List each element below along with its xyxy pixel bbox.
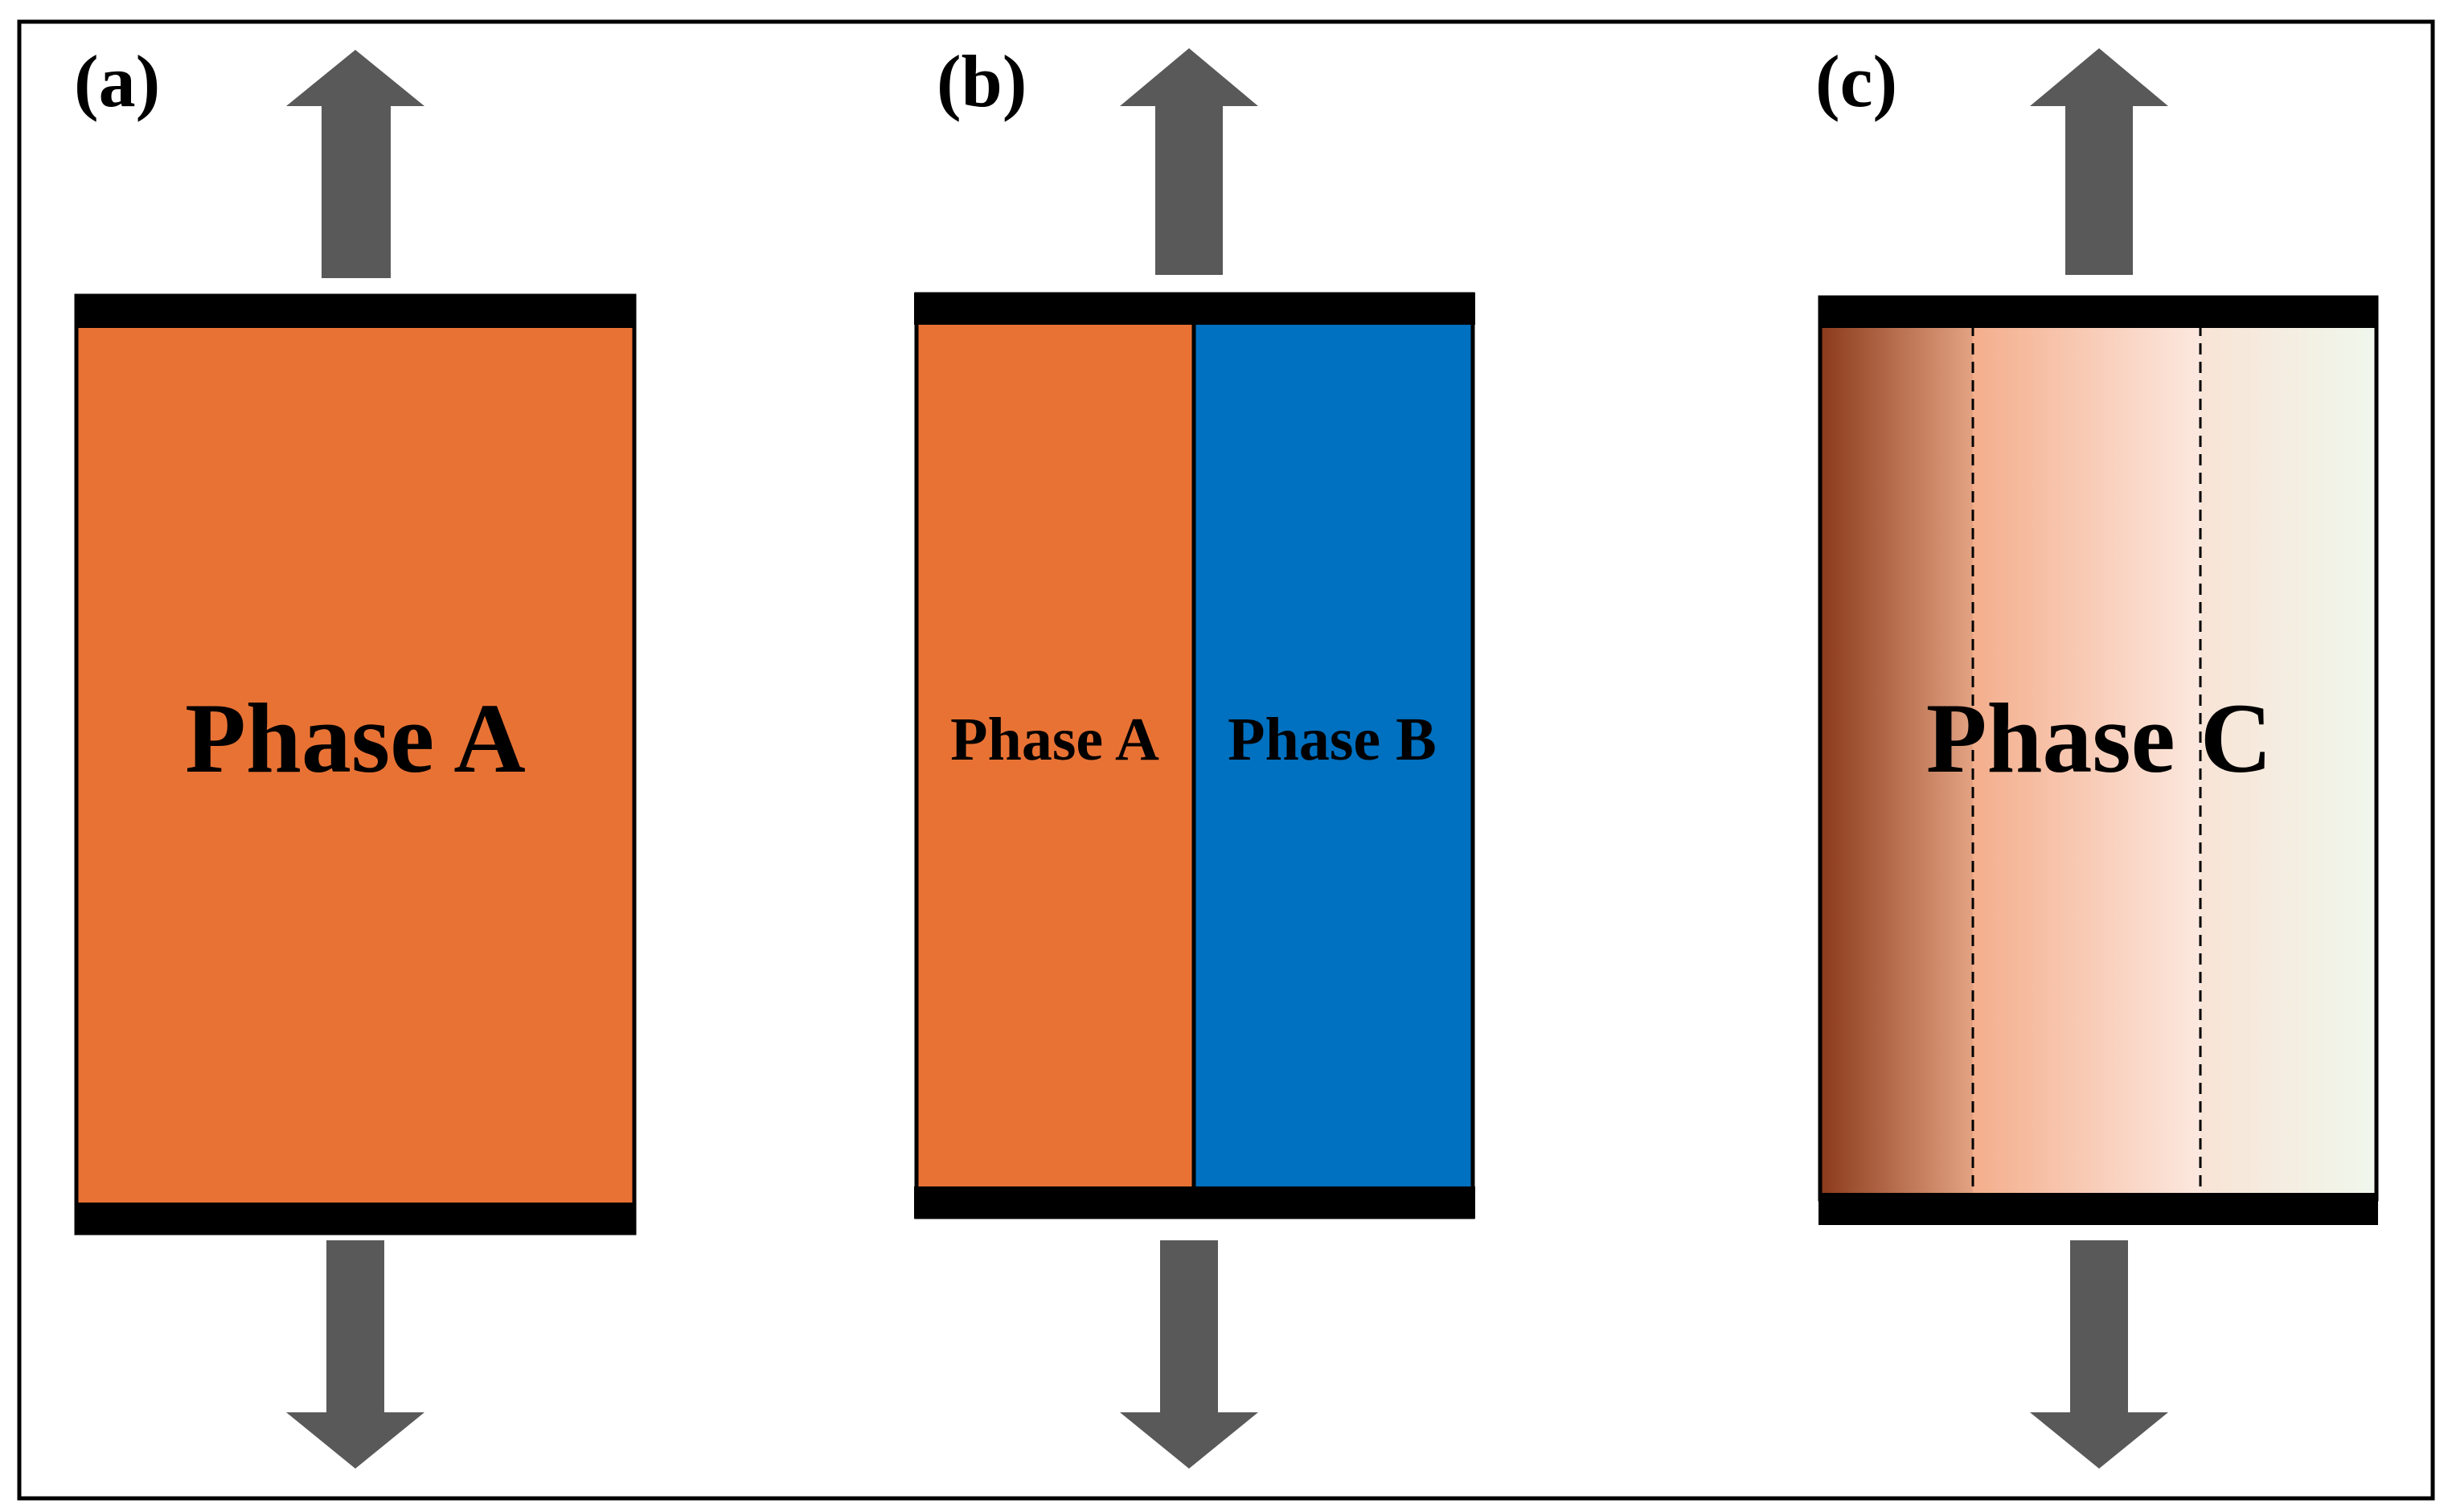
- top-grip: [75, 294, 636, 328]
- graded-region-2: [1973, 297, 2200, 1199]
- graded-region-1: [1820, 297, 1973, 1199]
- panel-b-label: (b): [937, 40, 1027, 122]
- graded-region-3: [2200, 297, 2376, 1199]
- panel-b: (b) Phase A Phase B: [914, 40, 1475, 1469]
- bottom-grip: [914, 1186, 1475, 1219]
- bottom-grip: [75, 1203, 636, 1235]
- arrow-down-icon: [2030, 1240, 2168, 1469]
- panel-c: (c) Phase C: [1815, 40, 2379, 1469]
- phase-label: Phase A: [950, 706, 1159, 773]
- panel-a-label: (a): [74, 40, 160, 122]
- bottom-grip: [1818, 1193, 2378, 1225]
- top-grip: [914, 293, 1475, 325]
- phase-a-region: [914, 292, 1196, 1219]
- phase-label: Phase C: [1926, 683, 2273, 793]
- arrow-up-icon: [1120, 48, 1258, 275]
- outer-frame: [17, 19, 2435, 1501]
- phase-label: Phase A: [185, 683, 526, 793]
- arrow-up-icon: [2030, 48, 2168, 275]
- panel-c-label: (c): [1815, 40, 1897, 122]
- arrow-down-icon: [286, 1240, 424, 1469]
- arrow-up-icon: [286, 50, 424, 278]
- panel-a: (a) Phase A: [74, 40, 637, 1469]
- top-grip: [1818, 296, 2378, 328]
- phase-label: Phase B: [1228, 706, 1437, 773]
- arrow-down-icon: [1120, 1240, 1258, 1469]
